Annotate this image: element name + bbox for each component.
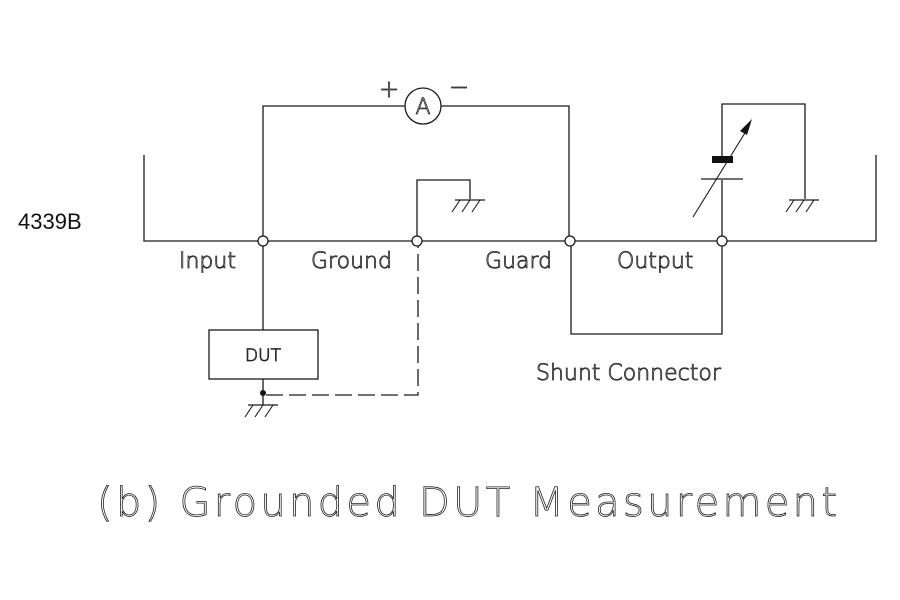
shunt-connector-label: Shunt Connector	[536, 361, 722, 386]
terminal-label-input: Input	[179, 249, 236, 274]
dashed-ground-return	[266, 244, 419, 396]
terminal-node-output	[716, 235, 728, 247]
ammeter-icon: A	[404, 87, 442, 125]
output-source-wire-upper	[721, 103, 806, 199]
variable-voltage-source-icon	[692, 119, 752, 218]
terminal-label-output: Output	[617, 249, 693, 274]
diagram-caption: (b) Grounded DUT Measurement	[97, 480, 837, 526]
junction-dot	[260, 390, 266, 396]
terminal-node-guard	[564, 235, 576, 247]
ammeter-minus-sign: −	[449, 73, 469, 101]
instrument-frame	[143, 155, 877, 242]
terminal-node-ground	[411, 235, 423, 247]
instrument-label: 4339B	[18, 209, 82, 234]
terminal-label-ground: Ground	[311, 249, 392, 274]
ground-icon	[244, 404, 278, 418]
terminal-label-guard: Guard	[485, 249, 552, 274]
ground-terminal-wire	[416, 179, 471, 241]
ammeter-wire-right	[441, 105, 570, 241]
dut-label: DUT	[245, 346, 282, 366]
ground-icon	[451, 199, 485, 213]
ammeter-symbol: A	[415, 95, 430, 120]
ammeter-wire-left	[262, 105, 405, 241]
ammeter-plus-sign: +	[379, 75, 399, 103]
ground-icon	[785, 199, 819, 213]
shunt-connector	[570, 241, 723, 335]
terminal-node-input	[257, 235, 269, 247]
